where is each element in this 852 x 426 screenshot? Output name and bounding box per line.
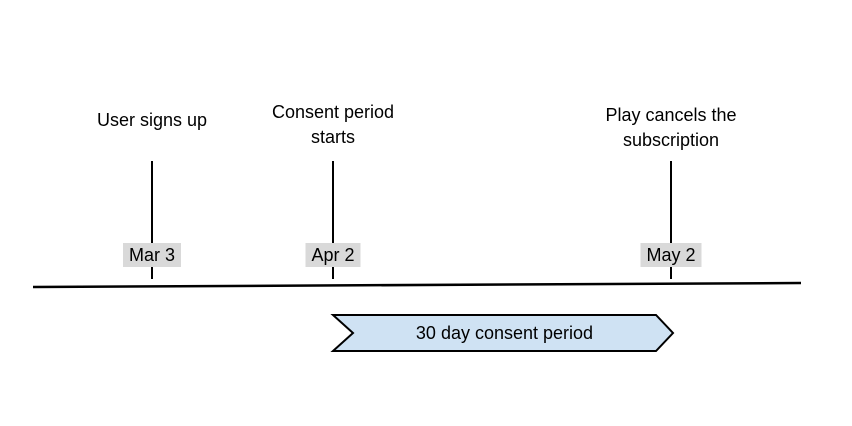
milestone-date-apr-2: Apr 2 [305,243,361,267]
milestone-date-may-2: May 2 [640,243,702,267]
milestone-tick-apr-2 [332,161,334,279]
milestone-label-play-cancels-subscription: Play cancels the subscription [605,105,737,150]
timeline-axis [32,281,802,289]
consent-period-arrow-shape [330,314,675,352]
milestone-label-user-signs-up: User signs up [96,110,208,130]
milestone-tick-may-2 [670,161,672,279]
consent-period-banner-label: 30 day consent period [415,322,594,343]
milestone-date-mar-3: Mar 3 [122,243,182,267]
milestone-label-consent-period-starts: Consent period starts [271,102,395,147]
milestone-tick-mar-3 [151,161,153,279]
